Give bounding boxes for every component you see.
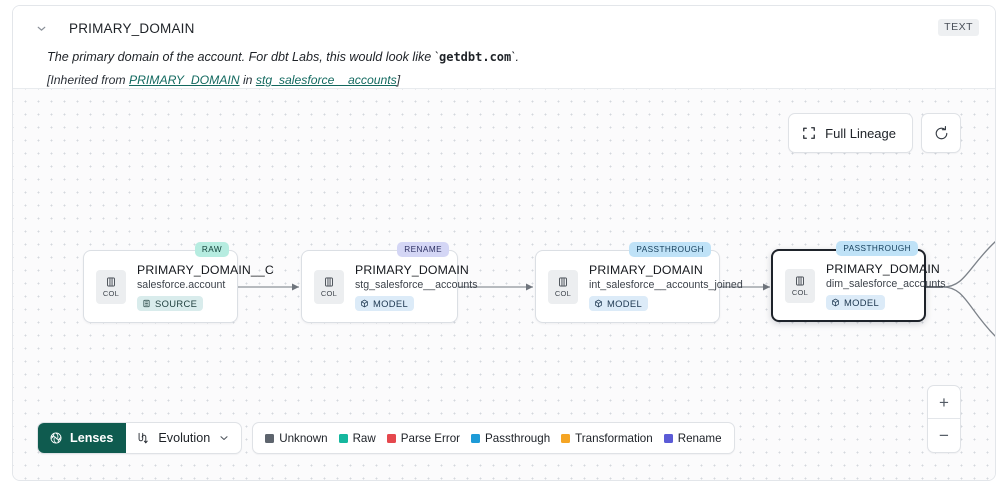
legend-swatch-raw [338,433,348,443]
column-chip-label: COL [102,288,120,298]
column-chip: COL [548,269,578,304]
legend-swatch-parse-error [386,433,396,443]
inherited-suffix: ] [396,73,401,87]
node-asset-type-badge: SOURCE [137,295,204,311]
lens-badge-rename: RENAME [397,242,449,257]
full-lineage-label: Full Lineage [825,125,896,141]
legend-label: Rename [677,431,722,445]
legend-item: Transformation [561,432,653,445]
node-column-name: PRIMARY_DOMAIN [826,261,940,276]
description-prefix: The primary domain of the account. For d… [47,50,439,64]
legend-item: Passthrough [471,432,550,445]
node-asset-type-badge: MODEL [355,295,415,311]
lineage-node-raw[interactable]: RAW COL PRIMARY_DOMAIN__C salesforce.acc… [83,242,274,323]
legend-item: Raw [338,431,376,445]
node-asset-type-label: SOURCE [155,297,198,309]
canvas-top-controls: Full Lineage [788,113,961,153]
legend-swatch-unknown [265,433,275,443]
cube-icon [831,298,840,307]
lineage-node-int[interactable]: PASSTHROUGH COL PRIMARY_DOMAIN int_sales… [535,242,743,323]
zoom-in-button[interactable]: + [928,386,960,419]
node-asset-type-label: MODEL [844,296,880,308]
inherited-model-link[interactable]: stg_salesforce__accounts [255,73,397,87]
lens-badge-passthrough: PASSTHROUGH [836,241,918,256]
column-chip: COL [96,269,126,304]
chevron-down-icon[interactable] [33,20,49,36]
lineage-node-dim[interactable]: PASSTHROUGH COL PRIMARY_DOMAIN dim_sales… [771,241,946,322]
node-dataset-name: dim_salesforce_accounts [826,277,946,290]
lens-badge-passthrough: PASSTHROUGH [629,242,711,257]
node-column-name: PRIMARY_DOMAIN [355,262,469,277]
legend-label: Transformation [575,431,653,445]
inherited-note: [Inherited from PRIMARY_DOMAIN in stg_sa… [47,73,979,87]
evolution-dropdown[interactable]: Evolution [126,423,241,453]
node-dataset-name: salesforce.account [137,278,226,291]
refresh-button[interactable] [921,113,961,153]
legend-item: Unknown [265,431,328,445]
node-dataset-name: int_salesforce__accounts_joined [589,278,743,291]
legend-swatch-transformation [561,433,571,443]
node-asset-type-label: MODEL [373,297,409,309]
inherited-prefix: [Inherited from [47,73,129,87]
column-icon [105,276,117,288]
expand-icon [802,126,816,140]
lineage-canvas[interactable]: Full Lineage + − RAW [13,89,995,480]
node-asset-type-label: MODEL [607,297,643,309]
legend-label: Unknown [279,431,328,445]
cube-icon [360,299,369,308]
inherited-column-link[interactable]: PRIMARY_DOMAIN [128,73,240,87]
evolution-label: Evolution [158,431,211,445]
node-column-name: PRIMARY_DOMAIN__C [137,262,274,277]
column-chip: COL [314,269,344,304]
legend-label: Raw [352,431,376,445]
node-column-name: PRIMARY_DOMAIN [589,262,703,277]
lens-badge-raw: RAW [194,242,229,257]
source-icon [142,299,151,308]
full-lineage-button[interactable]: Full Lineage [788,113,913,153]
column-chip-label: COL [554,288,572,298]
page-title: PRIMARY_DOMAIN [69,20,195,36]
lineage-node-rename[interactable]: RENAME COL PRIMARY_DOMAIN stg_salesforce… [301,242,478,323]
legend-item: Rename [663,431,722,445]
chevron-down-icon [218,432,230,444]
column-icon [557,276,569,288]
lenses-control-group: Lenses Evolution [37,422,243,454]
column-icon [323,276,335,288]
zoom-controls: + − [927,385,961,453]
evolution-icon [136,431,150,445]
column-type-badge: TEXT [938,19,979,36]
lenses-label: Lenses [70,431,114,445]
inherited-in: in [239,73,256,87]
node-asset-type-badge: MODEL [589,295,649,311]
column-chip: COL [785,268,815,303]
column-detail-card: PRIMARY_DOMAIN TEXT The primary domain o… [12,5,996,481]
lineage-legend: Unknown Raw Parse Error Passthrough [252,422,735,454]
lens-icon [49,431,63,445]
cube-icon [594,299,603,308]
column-description: The primary domain of the account. For d… [47,49,979,66]
refresh-icon [933,125,950,142]
legend-item: Parse Error [386,431,461,445]
node-dataset-name: stg_salesforce__accounts [355,278,478,291]
legend-swatch-passthrough [471,433,481,443]
legend-label: Parse Error [400,431,461,445]
zoom-out-button[interactable]: − [939,426,949,445]
column-chip-label: COL [791,287,809,297]
legend-swatch-rename [663,433,673,443]
lenses-button[interactable]: Lenses [38,423,127,453]
column-chip-label: COL [320,288,338,298]
canvas-bottom-toolbar: Lenses Evolution [37,422,735,454]
card-header: PRIMARY_DOMAIN TEXT The primary domain o… [13,6,995,89]
column-icon [794,275,806,287]
description-suffix: `. [511,50,519,64]
node-asset-type-badge: MODEL [826,294,886,310]
legend-label: Passthrough [485,431,551,445]
description-code: getdbt.com [439,50,512,64]
